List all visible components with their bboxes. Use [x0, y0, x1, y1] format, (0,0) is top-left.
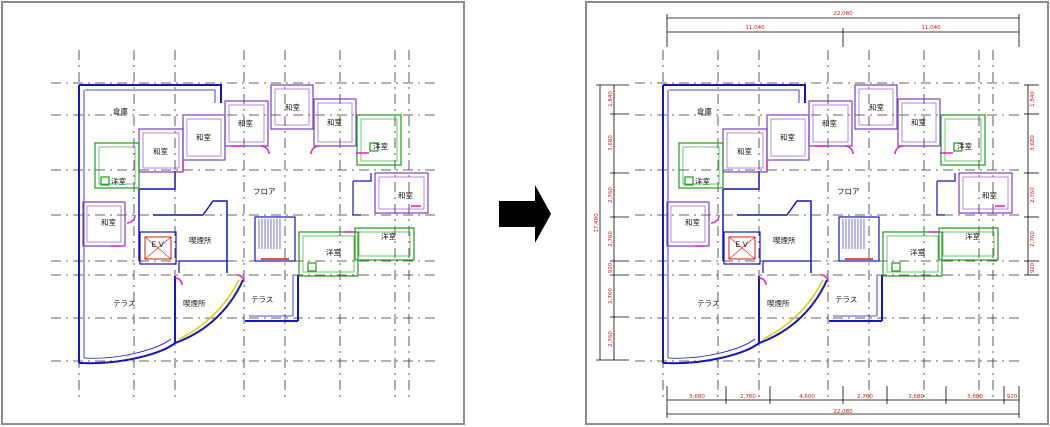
dim-bottom-segment: 3,680: [967, 394, 983, 400]
room-label-youshitsu: 洋室: [965, 231, 980, 241]
youshitsu-rooms: [94, 114, 415, 277]
doors: [695, 145, 1005, 286]
floor-plan-after: 倉庫 和室 和室 和室 和室 和室 和室 和室 洋室 洋室 洋室 洋室 フロア …: [594, 11, 1039, 418]
dim-bottom-segment: 3,680: [689, 394, 705, 400]
staircase: [254, 216, 296, 262]
room-label-youshitsu: 洋室: [957, 141, 972, 151]
room-label-youshitsu: 洋室: [695, 176, 710, 186]
room-label-terrace: テラス: [835, 295, 857, 304]
room-label-ev: ＥＶ: [150, 240, 165, 249]
room-label-ev: ＥＶ: [734, 240, 749, 249]
room-label-terrace: テラス: [113, 299, 135, 308]
dim-right-segment: 2,760: [1030, 187, 1036, 203]
doors: [111, 145, 421, 286]
room-label-washitsu: 和室: [982, 190, 997, 200]
dim-bottom-segment: 2,760: [857, 394, 873, 400]
room-label-washitsu: 和室: [911, 117, 926, 127]
dim-left-segment: 2,760: [608, 187, 614, 203]
room-label-smoke-room: 喫煙所: [189, 235, 212, 245]
elevator: [139, 231, 177, 265]
dim-left-segment: 2,760: [608, 288, 614, 304]
youshitsu-rooms: [678, 114, 999, 277]
room-label-storage: 倉庫: [113, 106, 128, 116]
dim-left-segment: 3,680: [608, 135, 614, 151]
washitsu-rooms: [666, 84, 1013, 247]
room-label-smoke-room: 喫煙所: [183, 298, 206, 308]
room-label-floor: フロア: [837, 187, 860, 196]
room-label-washitsu: 和室: [685, 217, 700, 227]
room-label-washitsu: 和室: [238, 118, 253, 128]
floor-plan: 倉庫 和室 和室 和室 和室 和室 和室 和室 洋室 洋室 洋室 洋室 フロア …: [635, 50, 1019, 398]
dim-bottom-total: 22,080: [833, 409, 853, 415]
staircase: [838, 216, 880, 262]
dim-left-segment: 2,760: [608, 331, 614, 347]
dim-top-segment: 11,040: [745, 25, 765, 31]
dim-left-segment: 920: [608, 262, 614, 273]
room-label-washitsu: 和室: [101, 217, 116, 227]
room-label-floor: フロア: [253, 187, 276, 196]
room-label-washitsu: 和室: [822, 118, 837, 128]
room-label-washitsu: 和室: [398, 190, 413, 200]
room-label-washitsu: 和室: [737, 146, 752, 156]
dim-right-segment: 1,840: [1030, 91, 1036, 107]
dim-bottom-segment: 920: [1007, 394, 1018, 400]
room-label-terrace: テラス: [697, 299, 719, 308]
dim-right-segment: 920: [1030, 262, 1036, 273]
room-label-washitsu: 和室: [780, 132, 795, 142]
room-label-youshitsu: 洋室: [910, 247, 925, 257]
room-label-youshitsu: 洋室: [381, 231, 396, 241]
floor-plan-before: 倉庫 和室 和室 和室 和室 和室 和室 和室 洋室 洋室 洋室 洋室 フロア …: [51, 50, 435, 398]
room-label-washitsu: 和室: [196, 132, 211, 142]
dim-bottom-segment: 3,680: [908, 394, 924, 400]
dim-left-total: 17,480: [594, 213, 600, 233]
room-label-washitsu: 和室: [153, 146, 168, 156]
room-label-youshitsu: 洋室: [326, 247, 341, 257]
room-label-terrace: テラス: [251, 295, 273, 304]
elevator: [723, 231, 761, 265]
floor-plan: 倉庫 和室 和室 和室 和室 和室 和室 和室 洋室 洋室 洋室 洋室 フロア …: [51, 50, 435, 398]
arrow-right-icon: [499, 185, 551, 243]
dimension-lines: [596, 14, 1039, 418]
room-label-washitsu: 和室: [869, 102, 884, 112]
dim-right-segment: 2,760: [1030, 231, 1036, 247]
room-label-smoke-room: 喫煙所: [773, 235, 796, 245]
dim-top-total: 22,080: [833, 11, 853, 17]
dim-bottom-segment: 2,760: [740, 394, 756, 400]
room-label-washitsu: 和室: [327, 117, 342, 127]
dim-left-segment: 2,760: [608, 231, 614, 247]
dim-right-segment: 3,680: [1030, 135, 1036, 151]
room-label-youshitsu: 洋室: [373, 141, 388, 151]
plan-panel-after: 倉庫 和室 和室 和室 和室 和室 和室 和室 洋室 洋室 洋室 洋室 フロア …: [585, 1, 1049, 425]
walls: [78, 84, 372, 365]
walls: [662, 84, 956, 365]
dim-left-segment: 1,840: [608, 91, 614, 107]
room-label-smoke-room: 喫煙所: [767, 298, 790, 308]
room-label-storage: 倉庫: [697, 106, 712, 116]
dim-top-segment: 11,040: [921, 25, 941, 31]
room-label-washitsu: 和室: [285, 102, 300, 112]
dim-bottom-segment: 4,600: [799, 394, 815, 400]
plan-panel-before: 倉庫 和室 和室 和室 和室 和室 和室 和室 洋室 洋室 洋室 洋室 フロア …: [1, 1, 465, 425]
room-label-youshitsu: 洋室: [111, 176, 126, 186]
